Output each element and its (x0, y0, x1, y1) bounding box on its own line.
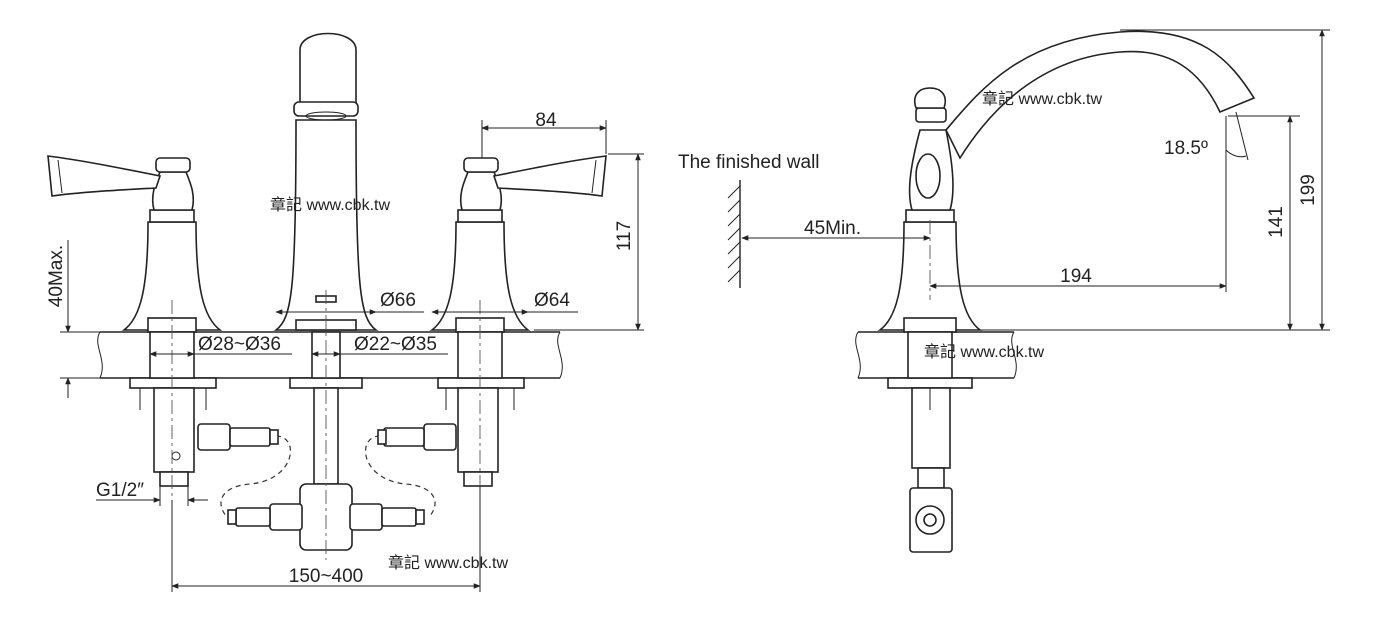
watermark-side-deck: 章記 www.cbk.tw (924, 343, 1044, 361)
dim-199-label: 199 (1298, 174, 1319, 206)
side-view: The finished wall (678, 29, 1330, 553)
center-spout (273, 32, 379, 331)
wall-label: The finished wall (678, 152, 820, 173)
hose-connectors (197, 423, 457, 531)
dim-141-label: 141 (1266, 206, 1287, 238)
dim-150-400-label: 150~400 (289, 566, 364, 587)
dim-194-label: 194 (1060, 266, 1092, 287)
dim-40max: 40Max. (46, 240, 100, 398)
dim-141: 141 (980, 115, 1330, 331)
dim-angle-label: 18.5º (1164, 138, 1208, 159)
dim-d22-35-label: Ø22~Ø35 (354, 334, 437, 355)
dim-d64-label: Ø64 (534, 290, 570, 311)
finished-wall: The finished wall (678, 152, 820, 288)
watermark-front-center: 章記 www.cbk.tw (270, 196, 390, 214)
right-handle (429, 155, 607, 333)
dim-45min: 45Min. (741, 218, 931, 241)
dim-45min-label: 45Min. (804, 218, 861, 239)
dim-84: 84 (481, 110, 607, 158)
dim-g12: G1/2″ (96, 480, 208, 506)
dim-194: 194 (929, 116, 1227, 292)
front-view: 84 117 40Max. Ø66 Ø64 (46, 32, 644, 592)
dim-199: 199 (1120, 29, 1330, 331)
left-handle (47, 155, 223, 333)
front-underdeck-assembly (129, 331, 525, 551)
dim-d28-36: Ø28~Ø36 (149, 334, 292, 357)
dim-d64: Ø64 (431, 290, 578, 315)
side-underdeck (887, 331, 973, 553)
dim-150-400: 150~400 (171, 486, 481, 592)
dim-d66: Ø66 (275, 290, 424, 315)
dim-117: 117 (534, 153, 644, 331)
dim-g12-label: G1/2″ (96, 480, 144, 501)
watermark-side-top: 章記 www.cbk.tw (982, 90, 1102, 108)
dim-d66-label: Ø66 (380, 290, 416, 311)
dim-angle: 18.5º (1164, 111, 1249, 161)
dim-40max-label: 40Max. (46, 245, 67, 307)
dim-d22-35: Ø22~Ø35 (311, 334, 448, 357)
dim-d28-36-label: Ø28~Ø36 (198, 334, 281, 355)
supply-hoses (220, 435, 436, 517)
dim-117-label: 117 (614, 221, 635, 251)
dim-84-label: 84 (535, 110, 557, 131)
watermark-front-bottom: 章記 www.cbk.tw (388, 554, 508, 572)
